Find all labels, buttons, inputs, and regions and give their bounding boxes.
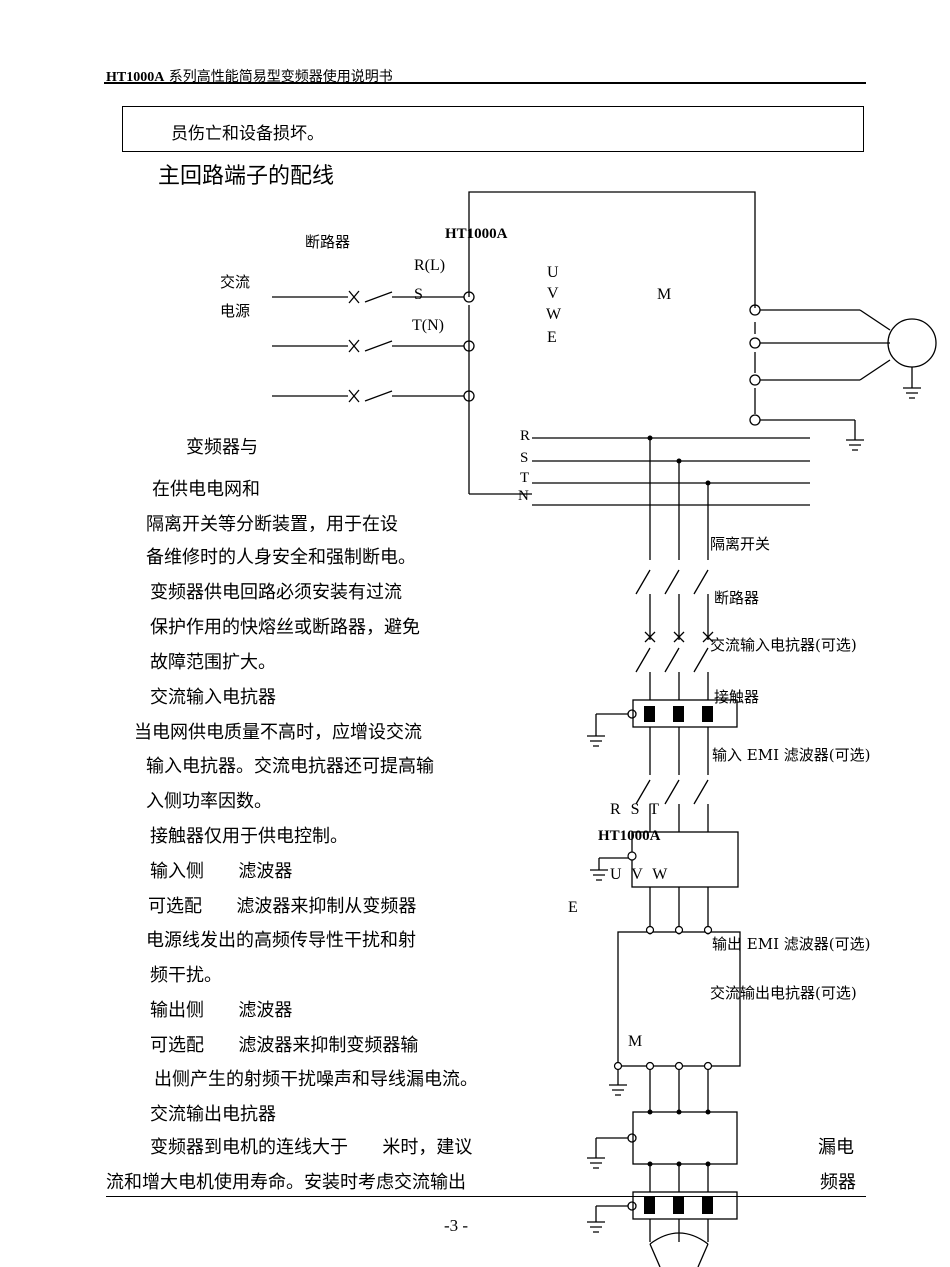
body-line-7: 故障范围扩大。 [150,652,276,673]
bottom-box [632,1191,738,1220]
label-contactor: 接触器 [714,688,760,706]
ground-icon-reactor [587,735,605,747]
body-line-22: 流和增大电机使用寿命。安装时考虑交流输出 [106,1172,466,1193]
model-label-1: HT1000A [445,226,508,242]
motor-arc-2 [649,1232,709,1245]
body-line-13: 输入侧 滤波器 [150,861,293,882]
body-line-1: 变频器与 [186,437,258,458]
body-line-3: 隔离开关等分断装置，用于在设 [146,514,398,535]
label-input-reactor: 交流输入电抗器(可选) [710,636,857,654]
header-title: 系列高性能简易型变频器使用说明书 [164,69,393,85]
terminal-label-v: V [547,285,559,302]
breaker-x-2 [348,339,360,353]
terminal-e [749,414,761,426]
ground-icon-e-1 [846,439,864,451]
terminal-w [749,374,761,386]
body-line-17: 输出侧 滤波器 [150,1000,293,1021]
breaker-x-1 [348,290,360,304]
terminal-label-t: T(N) [412,317,444,334]
body-line-16: 频干扰。 [150,965,222,986]
body-line-18: 可选配 滤波器来抑制变频器输 [150,1035,419,1056]
inverter-box-1 [468,191,756,308]
document-header: HT1000A 系列高性能简易型变频器使用说明书 [106,66,393,86]
ac-source-label-1: 交流 [220,273,251,291]
header-model: HT1000A [106,70,165,85]
label-input-emi: 输入 EMI 滤波器(可选) [712,746,871,764]
label-breaker: 断路器 [714,589,760,607]
rst-label: R S T [610,801,660,818]
uvw-label: U V W [610,866,668,883]
input-reactor-box [632,699,738,728]
ground-icon-motor-1 [903,387,921,399]
motor-symbol-1 [887,318,937,368]
right-fragment-2: 频器 [820,1172,856,1193]
terminal-label-e: E [547,329,557,346]
ground-icon-bottom [587,1221,605,1233]
motor-label-2: M [628,1033,643,1050]
model-label-2: HT1000A [598,828,661,844]
body-line-19: 出侧产生的射频干扰噪声和导线漏电流。 [154,1069,478,1090]
page-number: -3 - [444,1216,469,1235]
bus-label-r: R [520,428,531,444]
body-line-6: 保护作用的快熔丝或断路器，避免 [150,617,420,638]
warning-text: 员伤亡和设备损坏。 [171,124,324,144]
body-line-10: 输入电抗器。交流电抗器还可提高输 [146,756,434,777]
ground-icon-output [609,1084,627,1096]
terminal-v [749,337,761,349]
output-reactor-box [632,1111,738,1165]
terminal-label-s: S [414,286,423,303]
terminal-label-r: R(L) [414,257,446,274]
ac-source-label-2: 电源 [220,302,251,320]
body-line-11: 入侧功率因数。 [146,791,272,812]
body-line-8: 交流输入电抗器 [150,687,276,708]
body-line-15: 电源线发出的高频传导性干扰和射 [146,930,416,951]
terminal-label-w: W [546,306,562,323]
section-title: 主回路端子的配线 [158,164,335,189]
label-output-emi: 输出 EMI 滤波器(可选) [712,935,871,953]
label-output-reactor: 交流输出电抗器(可选) [710,984,857,1002]
e-label: E [568,899,578,916]
breaker-x-3 [348,389,360,403]
right-fragment-1: 漏电 [818,1137,854,1158]
ground-icon-inverter-2 [590,869,608,881]
body-line-21: 变频器到电机的连线大于 米时，建议 [150,1137,473,1158]
body-line-9: 当电网供电质量不高时，应增设交流 [134,722,422,743]
body-line-14: 可选配 滤波器来抑制从变频器 [148,896,417,917]
bus-label-t: T [520,470,530,486]
body-line-5: 变频器供电回路必须安装有过流 [150,582,402,603]
body-line-12: 接触器仅用于供电控制。 [150,826,348,847]
breaker-label: 断路器 [305,233,351,251]
bus-label-n: N [518,488,529,504]
terminal-label-u: U [547,264,559,281]
motor-label-1: M [657,286,672,303]
header-rule [104,82,866,84]
warning-box: 员伤亡和设备损坏。 [122,106,864,152]
body-line-20: 交流输出电抗器 [150,1104,276,1125]
ground-icon-reactor-2 [587,1157,605,1169]
footer-rule [106,1196,866,1197]
body-line-2: 在供电电网和 [152,479,260,500]
bus-label-s: S [520,450,529,466]
label-isolator: 隔离开关 [710,535,771,553]
body-line-4: 备维修时的人身安全和强制断电。 [146,547,416,568]
